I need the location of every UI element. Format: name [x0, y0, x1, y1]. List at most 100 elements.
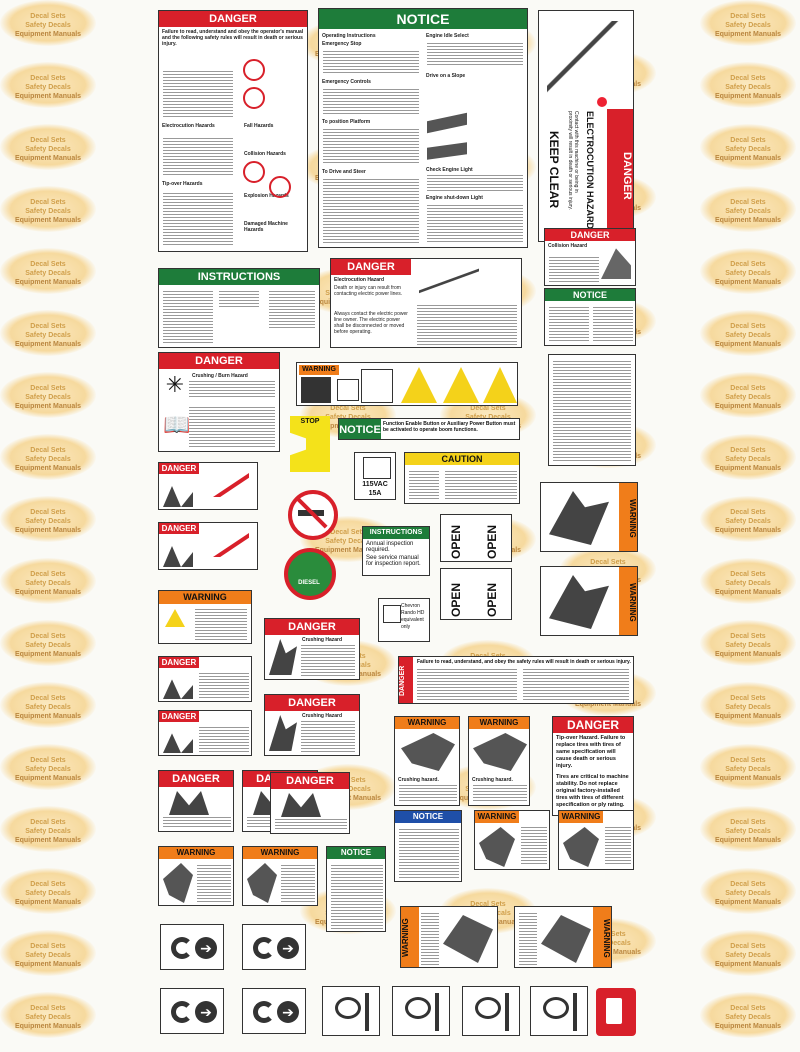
boom-power-line-illustration	[419, 265, 479, 299]
lanyard-decal-4	[530, 986, 588, 1036]
decal-header: WARNING	[395, 717, 459, 729]
collision-hazard-decal: DANGER Collision Hazard	[544, 228, 636, 286]
decal-header: WARNING	[243, 847, 317, 859]
watermark-line: Safety Decals	[725, 22, 771, 29]
text-lines	[189, 405, 275, 449]
open-label: OPEN	[449, 582, 463, 617]
watermark-line: Decal Sets	[730, 881, 766, 888]
watermark-line: Decal Sets	[30, 137, 66, 144]
watermark-line: Decal Sets	[470, 901, 506, 908]
danger-crushing-mid-1: DANGER Crushing Hazard	[264, 618, 360, 680]
decal-header: NOTICE	[395, 811, 461, 823]
watermark-line: Safety Decals	[725, 766, 771, 773]
open-label: OPEN	[449, 524, 463, 559]
hand-crush-icon	[247, 863, 277, 903]
diesel-decal: DIESEL	[282, 546, 336, 600]
clearance-table	[417, 303, 517, 345]
anchor-bar-icon	[365, 993, 369, 1031]
decal-header: NOTICE	[319, 9, 527, 29]
watermark-line: Equipment Manuals	[314, 547, 382, 554]
danger-crushing-mid-2: DANGER Crushing Hazard	[264, 694, 360, 756]
lanyard-anchor-icon	[405, 997, 431, 1019]
decal-subhead: Explosion Hazards	[244, 193, 289, 199]
watermark-line: Decal Sets	[30, 571, 66, 578]
hand-crush-icon	[401, 733, 455, 771]
watermark-line: Decal Sets	[730, 137, 766, 144]
oil-text: equivalent	[401, 617, 424, 623]
watermark-line: Safety Decals	[725, 642, 771, 649]
text-lines	[399, 783, 457, 803]
danger-main-decal: DANGER Failure to read, understand and o…	[158, 10, 308, 252]
danger-electrocution-decal: DANGER Electrocution Hazard Death or inj…	[330, 258, 522, 348]
warning-vertical-decal-1: WARNING	[540, 482, 638, 552]
watermark-line: Safety Decals	[725, 1014, 771, 1021]
watermark-line: Decal Sets	[730, 199, 766, 206]
crush-illustration	[549, 575, 609, 629]
warning-crushing-decal-b: WARNING Crushing hazard.	[468, 716, 530, 806]
text-lines	[197, 863, 231, 903]
decal-header: DANGER	[271, 773, 349, 789]
watermark-line: Decal Sets	[30, 943, 66, 950]
prohibition-icon	[269, 176, 291, 198]
watermark-line: Decal Sets	[30, 509, 66, 516]
watermark-line: Safety Decals	[25, 84, 71, 91]
hand-crush-icon	[479, 827, 515, 867]
text-lines	[331, 863, 383, 929]
text-lines	[553, 359, 631, 463]
diesel-label: DIESEL	[298, 580, 320, 586]
watermark-line: Safety Decals	[25, 456, 71, 463]
slope-diagram	[427, 112, 467, 134]
oil-icon	[383, 605, 401, 623]
decal-header: DANGER	[553, 717, 633, 733]
decal-header: WARNING	[159, 591, 251, 604]
watermark-line: Equipment Manuals	[714, 217, 782, 224]
warning-side-band: WARNING	[593, 907, 611, 967]
watermark-line: Safety Decals	[25, 952, 71, 959]
watermark-line: Safety Decals	[725, 208, 771, 215]
watermark-line: Equipment Manuals	[714, 279, 782, 286]
instructions-annual-decal: INSTRUCTIONS Annual inspection required.…	[362, 526, 430, 576]
watermark-line: Decal Sets	[730, 385, 766, 392]
watermark-line: Equipment Manuals	[14, 93, 82, 100]
watermark-line: Safety Decals	[25, 828, 71, 835]
notice-bar-decal: NOTICE Function Enable Button or Auxilia…	[338, 418, 520, 440]
watermark-line: Decal Sets	[30, 75, 66, 82]
warning-big-decal: WARNING	[158, 590, 252, 644]
lanyard-decal-1	[322, 986, 380, 1036]
watermark-line: Safety Decals	[25, 518, 71, 525]
watermark-line: Safety Decals	[25, 890, 71, 897]
decal-header: NOTICE	[545, 289, 635, 301]
watermark-line: Decal Sets	[730, 633, 766, 640]
watermark-line: Decal Sets	[730, 571, 766, 578]
decal-subhead: Engine shut-down Light	[426, 195, 483, 201]
decal-header: INSTRUCTIONS	[363, 527, 429, 539]
watermark-line: Decal Sets	[730, 943, 766, 950]
crush-hazard-icon	[443, 367, 479, 403]
watermark-line: Safety Decals	[725, 518, 771, 525]
decal-subhead: Tip-over Hazards	[162, 181, 203, 187]
text-lines	[275, 817, 347, 831]
decal-header: DANGER	[159, 771, 233, 787]
crush-icon	[269, 715, 297, 751]
warning-crushing-decal-c: WARNING	[474, 810, 550, 870]
text-lines	[163, 69, 233, 117]
danger-crushing-decal-2: DANGER	[158, 522, 258, 570]
warning-vertical-decal-4: WARNING	[514, 906, 612, 968]
text-lines	[219, 289, 259, 309]
notice-tire-decal: NOTICE	[326, 846, 386, 932]
arrow-circle-icon: ➔	[277, 1001, 299, 1023]
anchor-bar-icon	[435, 993, 439, 1031]
